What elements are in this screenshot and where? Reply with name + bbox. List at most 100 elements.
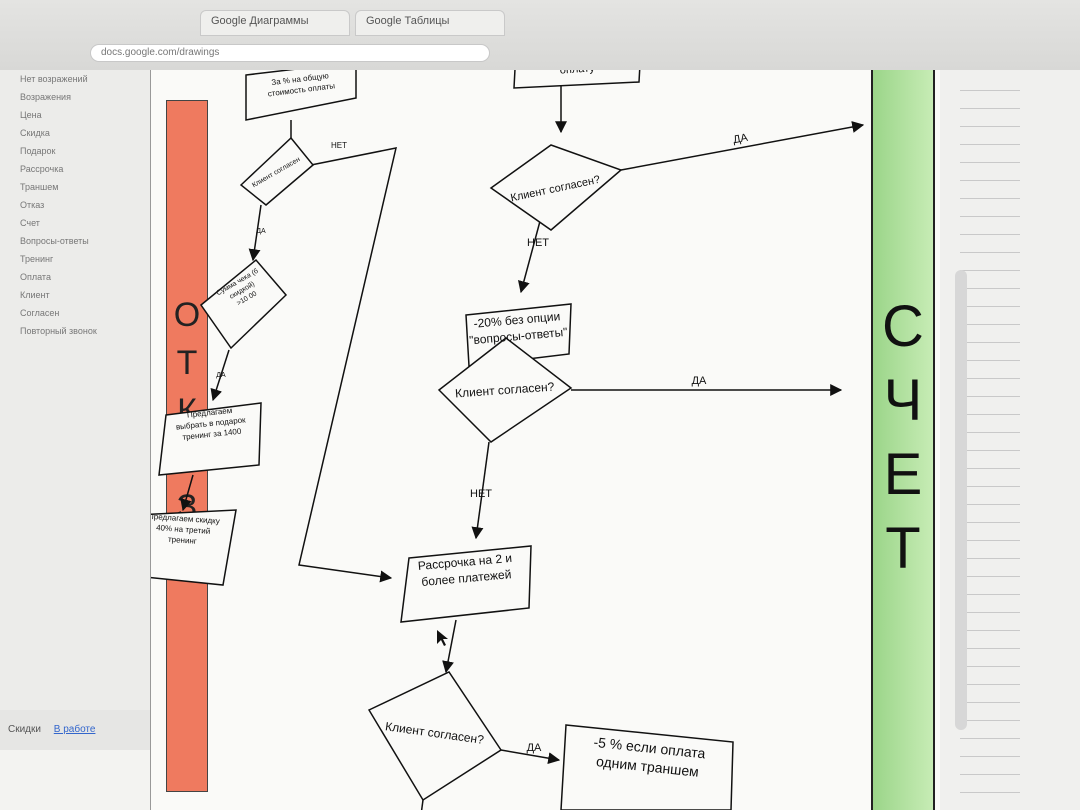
decision-small-top[interactable] — [239, 136, 315, 206]
outline-item[interactable]: Счет — [20, 218, 40, 228]
decision-3[interactable] — [367, 671, 503, 802]
ruler-line — [960, 432, 1020, 433]
outline-item[interactable]: Рассрочка — [20, 164, 64, 174]
decision-small-mid[interactable] — [199, 258, 288, 350]
box-top-right-text: -30% наоплату — [555, 70, 599, 77]
box-installment[interactable] — [400, 545, 532, 623]
outline-item[interactable]: Отказ — [20, 200, 45, 210]
label-yes-1: ДА — [732, 132, 749, 147]
ruler-line — [960, 342, 1020, 343]
outline-item[interactable]: Клиент — [20, 290, 50, 300]
ruler-line — [960, 720, 1020, 721]
invoice-lane: С Ч Е Т — [871, 70, 935, 810]
ruler-line — [960, 450, 1020, 451]
ruler-line — [960, 252, 1020, 253]
ruler-line — [960, 702, 1020, 703]
ruler-line — [960, 216, 1020, 217]
box-top-right[interactable] — [513, 70, 641, 89]
status-link[interactable]: В работе — [53, 724, 96, 735]
label-no-2: НЕТ — [470, 488, 492, 500]
decision-1[interactable] — [489, 144, 623, 231]
ruler-line — [960, 738, 1020, 739]
ruler-line — [960, 666, 1020, 667]
ruler-line — [960, 630, 1020, 631]
ruler-line — [960, 360, 1020, 361]
edge-d1-no — [518, 209, 544, 294]
box-third[interactable] — [151, 509, 237, 586]
ruler-line — [960, 324, 1020, 325]
edge-dmid-to-gift — [210, 349, 230, 402]
box-top-left[interactable] — [245, 70, 357, 121]
ruler-line — [960, 558, 1020, 559]
edge-inst-to-d3 — [442, 619, 457, 674]
edge-d3-yes — [500, 749, 561, 765]
label-yes-small-2: ДА — [216, 372, 226, 379]
ruler-line — [960, 648, 1020, 649]
outline-item[interactable]: Повторный звонок — [20, 326, 97, 336]
ruler-line — [960, 162, 1020, 163]
address-bar[interactable]: docs.google.com/drawings — [90, 44, 490, 62]
browser-tab-drawings[interactable]: Google Диаграммы — [200, 10, 350, 36]
ruler-line — [960, 288, 1020, 289]
browser-tab-sheets[interactable]: Google Таблицы — [355, 10, 505, 36]
outline-item[interactable]: Согласен — [20, 308, 60, 318]
label-yes-2: ДА — [692, 375, 707, 387]
ruler-line — [960, 792, 1020, 793]
ruler-line — [960, 774, 1020, 775]
ruler-line — [960, 522, 1020, 523]
edge-dsmall-no — [298, 147, 397, 583]
outline-item[interactable]: Цена — [20, 110, 42, 120]
edge-d2-no — [471, 441, 490, 540]
decision-2-text: Клиент согласен? — [455, 380, 555, 401]
outline-item[interactable]: Тренинг — [20, 254, 54, 264]
label-no-1: НЕТ — [527, 237, 549, 249]
mouse-cursor-icon — [437, 630, 448, 646]
ruler-line — [960, 180, 1020, 181]
ruler-line — [960, 594, 1020, 595]
outline-item[interactable]: Траншем — [20, 182, 59, 192]
ruler-line — [960, 396, 1020, 397]
ruler-line — [960, 612, 1020, 613]
ruler-line — [960, 414, 1020, 415]
ruler-line — [960, 486, 1020, 487]
diagram-canvas[interactable]: О Т К А З С Ч Е Т — [150, 70, 941, 810]
ruler-line — [960, 234, 1020, 235]
ruler-line — [960, 126, 1020, 127]
ruler-line — [960, 90, 1020, 91]
edge-d1-yes — [620, 121, 865, 171]
ruler-line — [960, 540, 1020, 541]
box-5[interactable] — [560, 724, 734, 810]
ruler-line — [960, 504, 1020, 505]
flowchart: -30% наоплату За % на общуюстоимость опл… — [151, 70, 865, 810]
vertical-scrollbar[interactable] — [955, 270, 967, 730]
label-yes-small-1: ДА — [256, 228, 266, 235]
outline-item[interactable]: Подарок — [20, 146, 56, 156]
ruler-line — [960, 270, 1020, 271]
ruler-line — [960, 576, 1020, 577]
edge-d3-down — [420, 799, 424, 810]
outline-item[interactable]: Возражения — [20, 92, 71, 102]
outline-item[interactable]: Оплата — [20, 272, 51, 282]
label-yes-3: ДА — [527, 742, 542, 754]
ruler-line — [960, 144, 1020, 145]
status-label: Скидки — [8, 724, 41, 735]
ruler-line — [960, 756, 1020, 757]
status-bar: Скидки В работе — [0, 710, 150, 750]
ruler-line — [960, 198, 1020, 199]
browser-tab-bar: Google Диаграммы Google Таблицы docs.goo… — [0, 0, 1080, 71]
invoice-lane-label: С Ч Е Т — [882, 294, 924, 581]
edge-dsmall-to-dmid — [248, 204, 262, 262]
edge-gift-to-third — [180, 474, 194, 512]
box-gift[interactable] — [158, 402, 262, 476]
ruler-line — [960, 108, 1020, 109]
ruler-line — [960, 378, 1020, 379]
label-no-small: НЕТ — [331, 141, 347, 150]
ruler-line — [960, 306, 1020, 307]
outline-item[interactable]: Вопросы-ответы — [20, 236, 89, 246]
decision-2[interactable] — [437, 337, 573, 443]
outline-item[interactable]: Нет возражений — [20, 74, 88, 84]
ruler-line — [960, 684, 1020, 685]
ruler-line — [960, 468, 1020, 469]
outline-item[interactable]: Скидка — [20, 128, 50, 138]
